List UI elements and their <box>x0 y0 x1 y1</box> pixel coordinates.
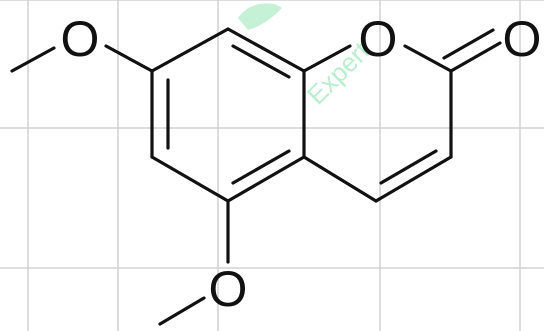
bond-c2-o-carbonyl-2 <box>442 28 495 60</box>
bond-c8-c8a-inner <box>231 44 291 79</box>
watermark-logo <box>238 3 282 30</box>
bond-c4-c4a <box>302 155 378 203</box>
bond-o7-c7 <box>104 44 154 73</box>
bond-c8a-o1 <box>302 44 352 73</box>
atom-o-carbonyl: O <box>503 11 542 67</box>
atom-o-methoxy-7: O <box>61 11 100 67</box>
bond-c2-o-carbonyl-1 <box>449 41 502 73</box>
bonds <box>10 27 502 326</box>
bond-c4a-c5 <box>226 155 306 203</box>
bond-c4a-c5-inner <box>231 149 291 185</box>
bond-o1-c2 <box>403 44 453 73</box>
watermark: Expert <box>238 3 376 110</box>
bond-c3-c4 <box>374 155 453 203</box>
bond-c3-c4-inner <box>379 149 438 185</box>
bond-methyl-o7 <box>10 46 56 73</box>
bond-o5-methyl <box>158 296 206 326</box>
atom-o-methoxy-5: O <box>209 261 248 317</box>
bond-c8-c8a <box>226 27 306 73</box>
bond-c7-c8 <box>150 27 230 73</box>
bond-c5-c6 <box>150 155 230 203</box>
atom-o-ring: O <box>359 11 398 67</box>
atom-labels: O O O O <box>61 11 542 317</box>
